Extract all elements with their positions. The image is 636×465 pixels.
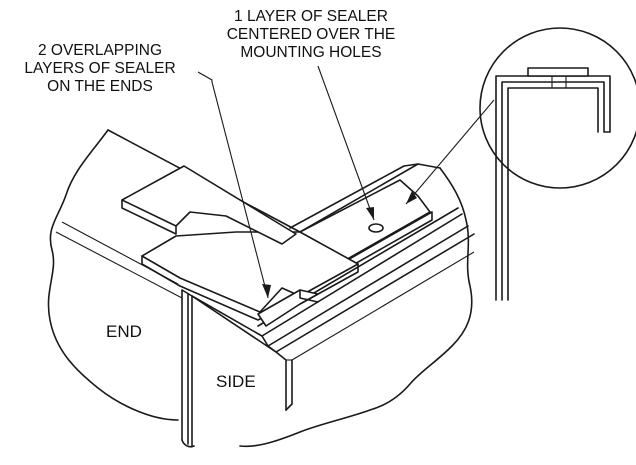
corner-flange-top [181,289,193,297]
side-label: SIDE [216,372,256,391]
side-face-front [191,295,277,353]
sealer-corner-step [299,289,319,303]
arrowhead-one-layer [366,207,374,220]
sealer-lower-right-thickness [299,263,359,305]
detail-sealer-tick [551,76,567,88]
callout-one-layer: 1 LAYER OF SEALER CENTERED OVER THE MOUN… [198,8,424,62]
detail-channel-outer [495,75,611,301]
callout-one-layer-line-2: CENTERED OVER THE [226,26,396,43]
leader-one-layer [317,65,375,221]
callout-two-layers-line-2: LAYERS OF SEALER [24,60,176,77]
callout-two-layers: 2 OVERLAPPING LAYERS OF SEALER ON THE EN… [2,42,198,96]
sealer-right-top-edge [289,163,419,229]
mounting-hole [368,223,384,233]
sealer-upper-layer [121,165,297,245]
sealer-lower-thickness [141,255,263,321]
sealer-upper-thickness [121,199,177,235]
callout-two-layers-line-1: 2 OVERLAPPING [37,42,163,59]
corner-flange-bottom [181,439,195,448]
detail-sealer [527,67,589,77]
callout-one-layer-line-1: 1 LAYER OF SEALER [234,8,388,25]
arrowhead-two-layers [262,284,271,298]
end-panel-outline [47,129,179,421]
detail-circle [479,27,636,189]
callout-one-layer-line-3: MOUNTING HOLES [240,44,382,61]
leader-two-layers [197,71,269,299]
side-face-fold [275,351,287,411]
side-panel-outline [239,167,473,448]
leader-detail [405,99,495,205]
side-face-fold-inner [285,359,293,411]
end-label: END [106,322,142,341]
arrowhead-detail [406,191,417,204]
end-panel-face-line-2 [55,231,183,299]
detail-channel-inner [507,87,599,301]
side-face-return [291,251,475,361]
callout-two-layers-line-3: ON THE ENDS [47,78,153,95]
